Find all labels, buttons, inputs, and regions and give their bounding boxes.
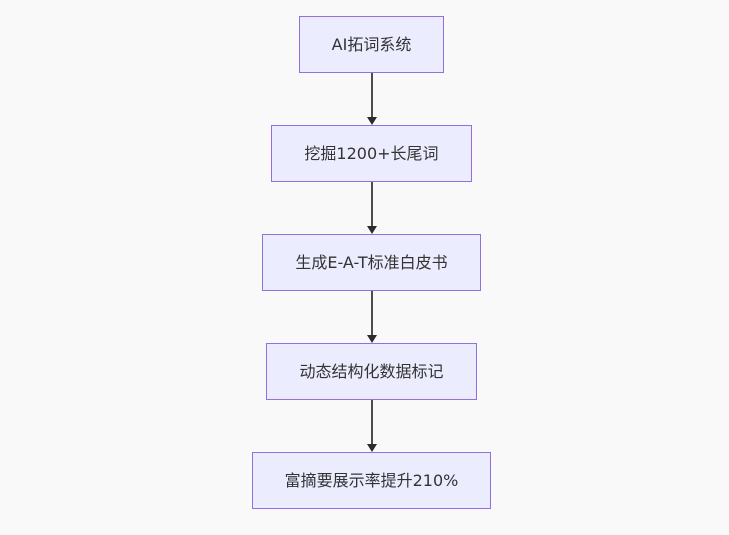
flowchart-node-rich-snippet-rate: 富摘要展示率提升210%: [251, 452, 492, 509]
flowchart-node-eat-whitepaper: 生成E-A-T标准白皮书: [262, 234, 481, 291]
arrow-down-icon: [366, 444, 377, 452]
flow-arrow-3: [365, 291, 379, 343]
flowchart-node-structured-data-markup: 动态结构化数据标记: [266, 343, 477, 400]
flow-arrow-2: [365, 182, 379, 234]
flow-arrow-4: [365, 400, 379, 452]
flow-arrow-1: [365, 73, 379, 125]
arrow-line: [370, 73, 373, 117]
arrow-down-icon: [366, 226, 377, 234]
flowchart-node-longtail-keywords: 挖掘1200+长尾词: [271, 125, 472, 182]
flowchart: AI拓词系统 挖掘1200+长尾词 生成E-A-T标准白皮书 动态结构化数据标记…: [7, 16, 729, 509]
flowchart-node-ai-keyword-system: AI拓词系统: [298, 16, 445, 73]
arrow-line: [370, 400, 373, 444]
arrow-down-icon: [366, 117, 377, 125]
arrow-down-icon: [366, 335, 377, 343]
arrow-line: [370, 291, 373, 335]
arrow-line: [370, 182, 373, 226]
